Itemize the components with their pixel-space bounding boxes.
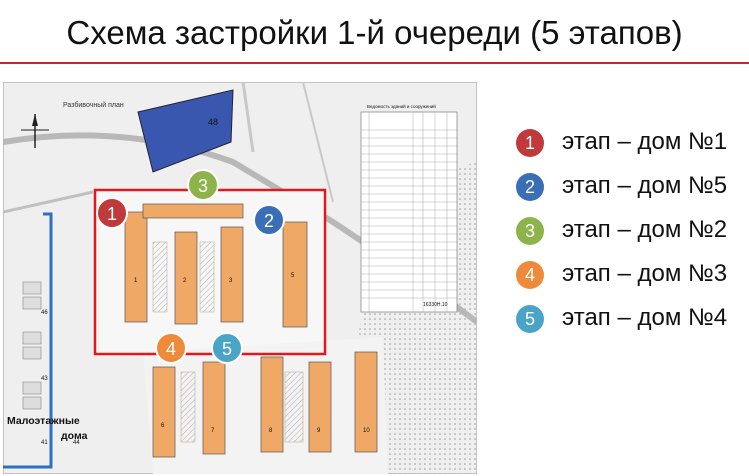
legend-text-4: этап – дом №3 <box>562 260 728 287</box>
svg-text:9: 9 <box>317 428 321 434</box>
house-5 <box>282 221 308 328</box>
svg-text:2: 2 <box>264 211 274 231</box>
road-top <box>3 132 477 325</box>
lot-48-label: 48 <box>208 117 218 127</box>
title-underline <box>0 62 749 64</box>
svg-text:7: 7 <box>211 428 215 434</box>
svg-text:5: 5 <box>291 273 295 279</box>
legend-item-2: 2 этап – дом №5 <box>516 170 748 202</box>
compass-icon <box>21 114 49 148</box>
house-6 <box>152 366 176 458</box>
buildings <box>124 203 378 458</box>
stage-marker-3: 3 <box>187 169 219 201</box>
table-title: Ведомость зданий и сооружений <box>367 103 436 109</box>
house-2 <box>174 231 198 325</box>
lowrise-label-line1: Малоэтажные <box>7 415 80 427</box>
table-total: 16330Н.10 <box>423 302 448 308</box>
svg-text:1: 1 <box>134 278 138 284</box>
legend-text-5: этап – дом №4 <box>562 304 728 331</box>
legend-circle-2: 2 <box>516 173 544 201</box>
legend-text-2: этап – дом №5 <box>562 172 728 199</box>
plan-label: Разбивочный план <box>63 101 124 109</box>
svg-text:3: 3 <box>229 278 233 284</box>
stage-marker-1: 1 <box>96 197 128 229</box>
svg-text:46: 46 <box>41 310 48 316</box>
legend-circle-1: 1 <box>516 129 544 157</box>
legend-text-1: этап – дом №1 <box>562 128 728 155</box>
parking-lot-48 <box>137 89 234 173</box>
svg-text:2: 2 <box>183 278 187 284</box>
legend-text-3: этап – дом №2 <box>562 216 728 243</box>
house-10 <box>354 351 378 453</box>
legend-item-1: 1 этап – дом №1 <box>516 126 748 158</box>
slide-title: Схема застройки 1-й очереди (5 этапов) <box>66 14 683 51</box>
svg-text:5: 5 <box>222 339 232 359</box>
house-1 <box>124 211 148 323</box>
svg-text:4: 4 <box>166 339 176 359</box>
legend-item-4: 4 этап – дом №3 <box>516 258 748 290</box>
legend-circle-3: 3 <box>516 217 544 245</box>
svg-text:43: 43 <box>41 376 48 382</box>
legend-circle-5: 5 <box>516 305 544 333</box>
svg-text:10: 10 <box>363 428 370 434</box>
house-3 <box>220 226 244 323</box>
stage-marker-2: 2 <box>253 204 285 236</box>
svg-text:41: 41 <box>41 440 48 446</box>
svg-text:44: 44 <box>73 440 80 446</box>
courtyards <box>152 241 304 443</box>
house-9 <box>308 361 332 453</box>
buildings-table: Ведомость зданий и сооружений 16330Н.10 <box>360 103 458 313</box>
site-plan: 48 Разбивочный план Ведомость зданий и с… <box>3 82 477 474</box>
legend-item-5: 5 этап – дом №4 <box>516 302 748 334</box>
svg-text:8: 8 <box>269 428 273 434</box>
svg-text:3: 3 <box>198 176 208 196</box>
legend-item-3: 3 этап – дом №2 <box>516 214 748 246</box>
house-7 <box>202 361 226 455</box>
stage-marker-5: 5 <box>211 332 243 364</box>
svg-text:1: 1 <box>107 204 117 224</box>
lowrise-label-line2: дома <box>61 430 88 442</box>
house-8 <box>260 356 284 453</box>
stage-marker-4: 4 <box>155 332 187 364</box>
legend-circle-4: 4 <box>516 261 544 289</box>
svg-text:6: 6 <box>161 423 165 429</box>
lowrise-frame <box>3 212 53 469</box>
